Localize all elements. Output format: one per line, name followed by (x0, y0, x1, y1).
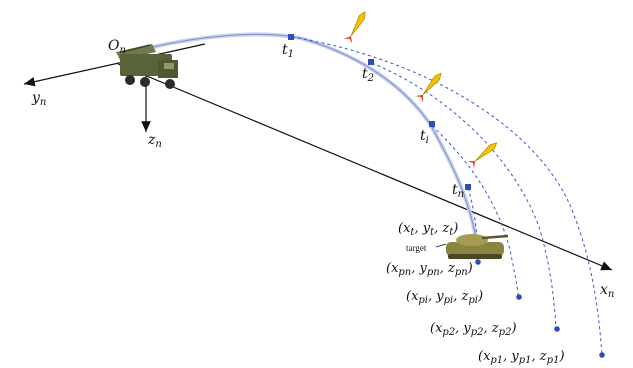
ti-label: ti (420, 128, 429, 146)
point-p1 (599, 352, 605, 358)
origin-label: On (108, 38, 126, 56)
point-ti (429, 121, 435, 127)
z-axis-label: zn (147, 132, 162, 150)
rocket-icon (343, 11, 366, 44)
rocket-icon (467, 142, 498, 169)
predicted-trajectory-pi (431, 125, 519, 297)
x-axis (117, 63, 613, 271)
predicted-pn-coordinate: (xpn, ypn, zpn) (386, 261, 473, 278)
point-pn (475, 259, 481, 265)
launcher-truck-icon (116, 44, 178, 89)
predicted-p1-coordinate: (xp1, yp1, zp1) (478, 349, 565, 366)
t2-label: t2 (362, 66, 374, 84)
rocket-icon (415, 72, 442, 103)
tn-label: tn (452, 182, 464, 200)
point-t1 (288, 34, 294, 40)
tank-icon (446, 234, 509, 259)
y-axis-label: yn (31, 90, 46, 108)
point-pi (516, 294, 522, 300)
target-label: target (406, 243, 427, 253)
predicted-p2-coordinate: (xp2, yp2, zp2) (430, 321, 517, 338)
target-pointer (435, 243, 447, 248)
predicted-pi-coordinate: (xpi, ypi, zpi) (406, 289, 483, 306)
target-coordinate: (xt, yt, zt) (398, 221, 458, 238)
predicted-trajectory-p1 (291, 36, 603, 356)
point-p2 (554, 326, 560, 332)
x-axis-label: xn (600, 282, 614, 300)
point-tn (465, 184, 471, 190)
t1-label: t1 (282, 42, 294, 60)
predicted-trajectory-p2 (371, 62, 557, 329)
y-axis (23, 43, 206, 87)
point-t2 (368, 59, 374, 65)
